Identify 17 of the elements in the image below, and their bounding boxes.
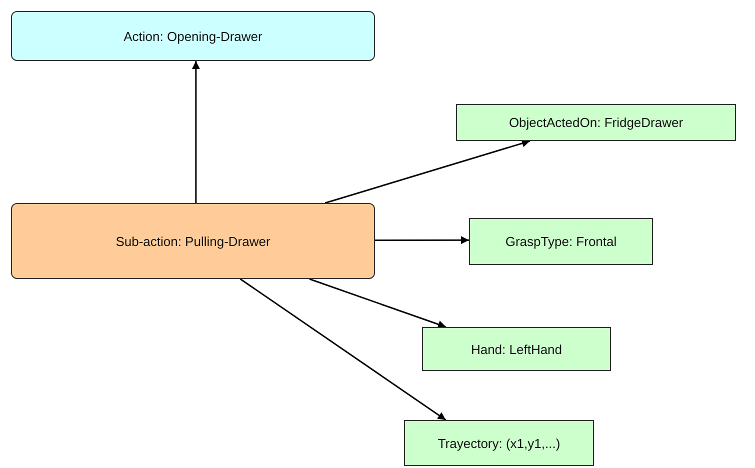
node-label: Action: Opening-Drawer bbox=[124, 28, 262, 44]
arrow bbox=[309, 278, 446, 328]
attribute-box bbox=[469, 218, 653, 265]
node-label: Sub-action: Pulling-Drawer bbox=[116, 234, 270, 248]
node-label: Trayectory: (x1,y1,...) bbox=[438, 436, 560, 450]
attribute-box bbox=[456, 104, 736, 141]
arrow bbox=[240, 278, 446, 421]
arrow bbox=[324, 140, 530, 204]
node-label: ObjectActedOn: FridgeDrawer bbox=[508, 115, 684, 130]
node-label: Hand: LeftHand bbox=[470, 342, 562, 356]
subaction-box bbox=[11, 203, 375, 279]
action-box bbox=[11, 11, 375, 61]
node-label: GraspType: Frontal bbox=[505, 234, 617, 249]
arrow bbox=[375, 236, 469, 244]
attribute-box bbox=[422, 327, 611, 371]
arrow bbox=[192, 61, 200, 203]
attribute-box bbox=[404, 420, 594, 466]
